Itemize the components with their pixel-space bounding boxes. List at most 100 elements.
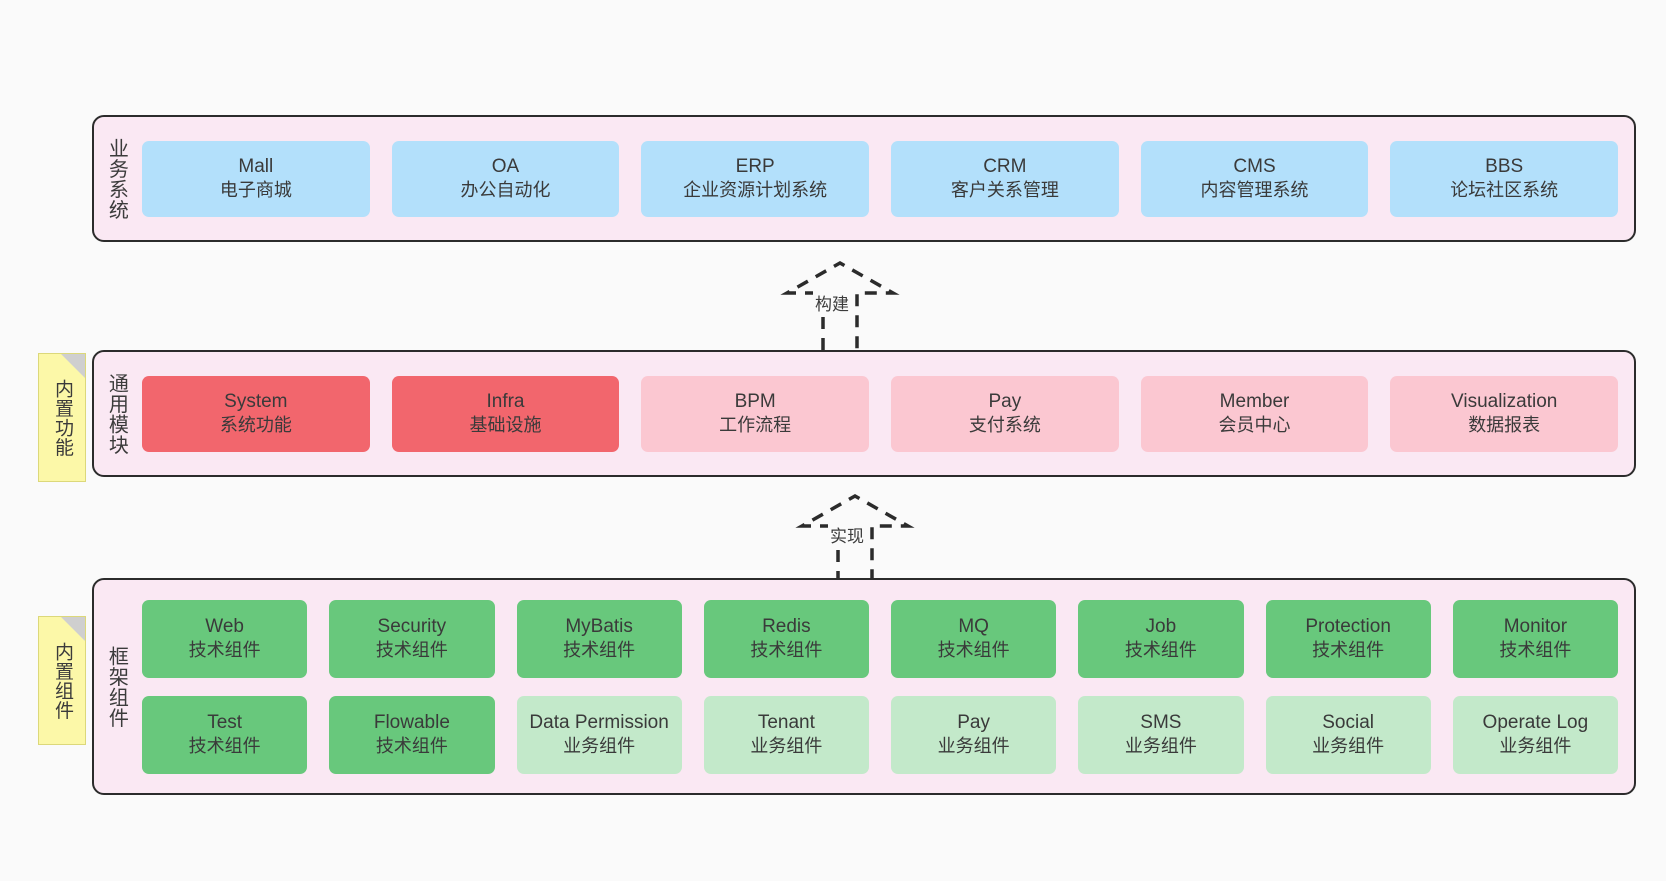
card-operate-log[interactable]: Operate Log 业务组件	[1452, 695, 1618, 774]
card-subtitle: 技术组件	[1124, 640, 1197, 661]
card-title: OA	[491, 155, 520, 177]
card-pay-business[interactable]: Pay 业务组件	[891, 695, 1057, 774]
card-subtitle: 技术组件	[375, 736, 448, 757]
card-web[interactable]: Web 技术组件	[142, 599, 308, 678]
card-title: Pay	[957, 711, 990, 733]
card-title: Monitor	[1503, 615, 1568, 637]
note-builtin-components: 内置组件	[38, 616, 86, 745]
card-erp[interactable]: ERP 企业资源计划系统	[641, 140, 870, 217]
card-mybatis[interactable]: MyBatis 技术组件	[516, 599, 682, 678]
card-infra[interactable]: Infra 基础设施	[391, 375, 620, 452]
card-monitor[interactable]: Monitor 技术组件	[1452, 599, 1618, 678]
card-row: Web 技术组件 Security 技术组件 MyBatis 技术组件 Redi…	[142, 599, 1618, 678]
card-oa[interactable]: OA 办公自动化	[391, 140, 620, 217]
card-social[interactable]: Social 业务组件	[1265, 695, 1431, 774]
card-title: CRM	[983, 155, 1027, 177]
card-subtitle: 业务组件	[1124, 736, 1197, 757]
layer-body-framework: Web 技术组件 Security 技术组件 MyBatis 技术组件 Redi…	[138, 580, 1634, 793]
card-mq[interactable]: MQ 技术组件	[891, 599, 1057, 678]
card-sms[interactable]: SMS 业务组件	[1078, 695, 1244, 774]
card-visualization[interactable]: Visualization 数据报表	[1390, 375, 1619, 452]
card-row: System 系统功能 Infra 基础设施 BPM 工作流程 Pay 支付系统…	[142, 375, 1619, 452]
card-title: BBS	[1485, 155, 1524, 177]
card-redis[interactable]: Redis 技术组件	[703, 599, 869, 678]
connector-implement-arrow	[795, 493, 915, 583]
card-title: CMS	[1233, 155, 1276, 177]
card-title: MQ	[958, 615, 989, 637]
card-title: Visualization	[1451, 390, 1558, 412]
card-title: Data Permission	[529, 711, 669, 733]
card-protection[interactable]: Protection 技术组件	[1265, 599, 1431, 678]
layer-common-modules: 通用模块 System 系统功能 Infra 基础设施 BPM 工作流程 Pay…	[92, 350, 1636, 477]
card-title: MyBatis	[565, 615, 633, 637]
layer-framework-components: 框架组件 Web 技术组件 Security 技术组件 MyBatis 技术组件…	[92, 578, 1636, 795]
card-member[interactable]: Member 会员中心	[1140, 375, 1369, 452]
card-subtitle: 办公自动化	[460, 180, 551, 201]
card-subtitle: 电子商城	[219, 180, 292, 201]
card-row: Mall 电子商城 OA 办公自动化 ERP 企业资源计划系统 CRM 客户关系…	[142, 140, 1619, 217]
card-title: Infra	[486, 390, 525, 412]
card-pay[interactable]: Pay 支付系统	[891, 375, 1119, 452]
note-builtin-features: 内置功能	[38, 353, 86, 482]
card-title: Security	[377, 615, 447, 637]
card-flowable[interactable]: Flowable 技术组件	[329, 695, 495, 774]
card-row: Test 技术组件 Flowable 技术组件 Data Permission …	[142, 695, 1618, 774]
note-text: 内置组件	[52, 641, 74, 720]
card-tenant[interactable]: Tenant 业务组件	[703, 695, 869, 774]
card-title: Flowable	[373, 711, 450, 733]
card-subtitle: 技术组件	[375, 640, 448, 661]
layer-body-business: Mall 电子商城 OA 办公自动化 ERP 企业资源计划系统 CRM 客户关系…	[138, 117, 1634, 240]
card-title: Mall	[238, 155, 274, 177]
card-subtitle: 技术组件	[563, 640, 636, 661]
card-mall[interactable]: Mall 电子商城	[142, 140, 370, 217]
card-data-permission[interactable]: Data Permission 业务组件	[516, 695, 682, 774]
note-fold-corner-icon	[61, 354, 85, 378]
card-subtitle: 技术组件	[750, 640, 823, 661]
connector-implement-label: 实现	[828, 522, 866, 547]
card-subtitle: 论坛社区系统	[1450, 180, 1559, 201]
card-title: BPM	[734, 390, 776, 412]
card-subtitle: 业务组件	[563, 736, 636, 757]
card-subtitle: 系统功能	[219, 415, 292, 436]
card-subtitle: 客户关系管理	[950, 180, 1059, 201]
card-subtitle: 会员中心	[1218, 415, 1291, 436]
card-title: Member	[1219, 390, 1290, 412]
card-subtitle: 企业资源计划系统	[683, 180, 828, 201]
card-title: Protection	[1305, 615, 1391, 637]
card-subtitle: 业务组件	[1312, 736, 1385, 757]
card-title: Job	[1145, 615, 1177, 637]
card-system[interactable]: System 系统功能	[142, 375, 370, 452]
card-bpm[interactable]: BPM 工作流程	[641, 375, 870, 452]
card-title: Pay	[988, 390, 1022, 412]
card-subtitle: 内容管理系统	[1200, 180, 1309, 201]
card-subtitle: 业务组件	[750, 736, 823, 757]
card-subtitle: 技术组件	[937, 640, 1010, 661]
note-text: 内置功能	[52, 378, 74, 457]
card-subtitle: 工作流程	[719, 415, 792, 436]
card-subtitle: 技术组件	[188, 640, 261, 661]
layer-title-common: 通用模块	[105, 372, 128, 455]
card-subtitle: 业务组件	[937, 736, 1010, 757]
note-fold-corner-icon	[61, 617, 85, 641]
card-subtitle: 支付系统	[968, 415, 1041, 436]
card-title: SMS	[1140, 711, 1182, 733]
card-subtitle: 数据报表	[1468, 415, 1541, 436]
card-crm[interactable]: CRM 客户关系管理	[891, 140, 1119, 217]
card-job[interactable]: Job 技术组件	[1078, 599, 1244, 678]
card-title: Social	[1322, 711, 1374, 733]
card-title: System	[224, 390, 288, 412]
connector-build-arrow	[780, 260, 900, 350]
layer-title-business: 业务系统	[105, 137, 128, 220]
card-security[interactable]: Security 技术组件	[329, 599, 495, 678]
layer-title-framework: 框架组件	[105, 645, 128, 728]
card-subtitle: 技术组件	[1312, 640, 1385, 661]
card-test[interactable]: Test 技术组件	[142, 695, 308, 774]
card-bbs[interactable]: BBS 论坛社区系统	[1390, 140, 1619, 217]
card-title: Tenant	[757, 711, 815, 733]
card-title: Redis	[762, 615, 811, 637]
card-title: Web	[205, 615, 244, 637]
card-title: Test	[207, 711, 243, 733]
card-cms[interactable]: CMS 内容管理系统	[1140, 140, 1369, 217]
layer-business-systems: 业务系统 Mall 电子商城 OA 办公自动化 ERP 企业资源计划系统 CRM…	[92, 115, 1636, 242]
